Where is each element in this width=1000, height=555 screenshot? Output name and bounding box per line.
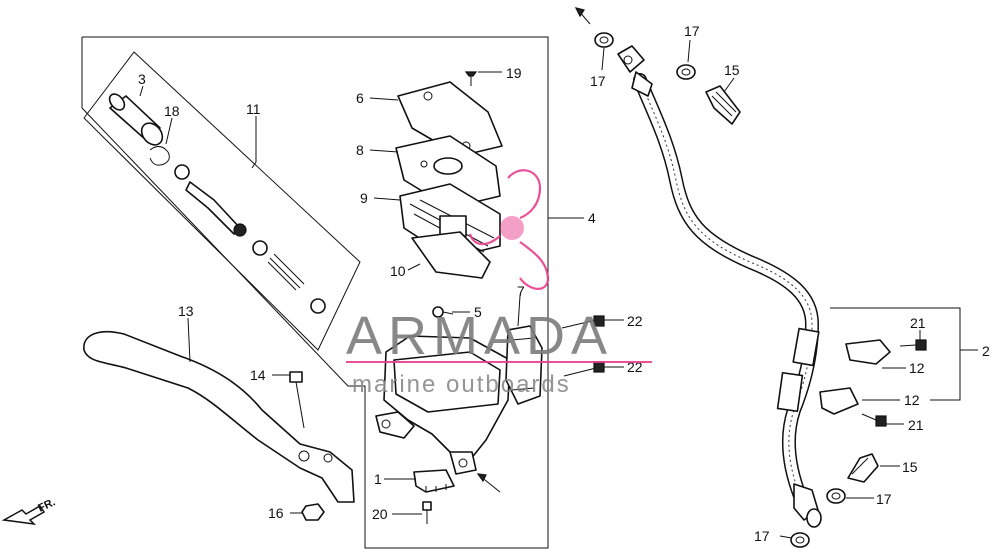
callout-17-lower-right: 17 — [876, 491, 892, 507]
callout-2: 2 — [982, 343, 990, 359]
screw-19 — [464, 71, 478, 86]
watermark: ARMADA marine outboards — [346, 169, 652, 398]
clamp-bolt-21-lower — [861, 413, 887, 427]
callout-12-upper: 12 — [909, 360, 925, 376]
callout-17-top-right: 17 — [684, 23, 700, 39]
direction-arrow-body — [476, 473, 501, 493]
mirror-mount-clamp — [505, 325, 543, 405]
washer-bottom — [790, 532, 810, 548]
callout-7: 7 — [517, 283, 525, 299]
piston-parts — [174, 164, 326, 314]
callout-19: 19 — [506, 65, 522, 81]
callout-15-lower: 15 — [902, 459, 918, 475]
callout-13: 13 — [178, 303, 194, 319]
clamp-bolt-upper — [561, 315, 605, 329]
callout-8: 8 — [356, 142, 364, 158]
callout-labels: 3 18 11 6 8 9 10 5 7 4 19 13 14 1 20 16 … — [138, 23, 990, 544]
brake-hose — [633, 73, 820, 503]
hose-fitting-upper — [617, 45, 653, 97]
callout-5: 5 — [474, 304, 482, 320]
clamp-bolt-21-upper — [899, 339, 927, 351]
washer-top-right — [676, 64, 696, 80]
callout-11: 11 — [246, 101, 261, 117]
callout-15-upper: 15 — [724, 62, 740, 78]
washer-top-left — [594, 32, 614, 48]
hose-clamp-upper — [845, 339, 891, 365]
piston-kit-frame — [83, 51, 361, 351]
hose-guide-lower — [776, 371, 804, 413]
oil-bolt-upper — [705, 85, 741, 125]
master-cylinder-group-frame — [81, 36, 549, 549]
direction-arrow-top — [574, 7, 591, 25]
watermark-brand: ARMADA — [346, 306, 613, 366]
fr-label: FR. — [36, 496, 57, 514]
hose-clamp-lower — [819, 387, 859, 415]
callout-12-lower: 12 — [904, 392, 920, 408]
fr-arrow: FR. — [1, 496, 57, 526]
hose-fitting-lower — [793, 483, 822, 528]
callout-22-upper: 22 — [627, 313, 643, 329]
callout-18: 18 — [164, 103, 180, 119]
propeller-logo — [468, 169, 550, 290]
master-cylinder-body — [375, 335, 511, 475]
leader-lines — [139, 39, 978, 539]
callout-17-bottom: 17 — [754, 528, 770, 544]
callout-3: 3 — [138, 71, 146, 87]
brake-lever — [83, 330, 355, 503]
washer-bottom-right — [826, 488, 846, 504]
callout-9: 9 — [360, 190, 368, 206]
brake-light-switch — [413, 469, 455, 493]
callout-17-top-left: 17 — [590, 73, 606, 89]
callout-21-lower: 21 — [908, 417, 924, 433]
hose-guide-upper — [792, 327, 820, 367]
callout-16: 16 — [268, 505, 284, 521]
small-screw-5 — [432, 306, 454, 318]
callout-6: 6 — [356, 90, 364, 106]
callout-21-upper: 21 — [910, 315, 926, 331]
piston-boot — [108, 93, 164, 146]
pivot-bolt — [289, 371, 305, 429]
callout-10: 10 — [390, 263, 406, 279]
pivot-nut — [301, 503, 325, 521]
callout-14: 14 — [250, 367, 266, 383]
diaphragm-plate — [411, 231, 491, 279]
watermark-tagline: marine outboards — [352, 371, 571, 398]
callout-4: 4 — [588, 210, 596, 226]
callout-20: 20 — [372, 506, 388, 522]
screw-20 — [422, 501, 432, 524]
oil-bolt-lower — [847, 453, 879, 483]
snap-ring — [149, 146, 170, 166]
callout-1: 1 — [374, 471, 382, 487]
